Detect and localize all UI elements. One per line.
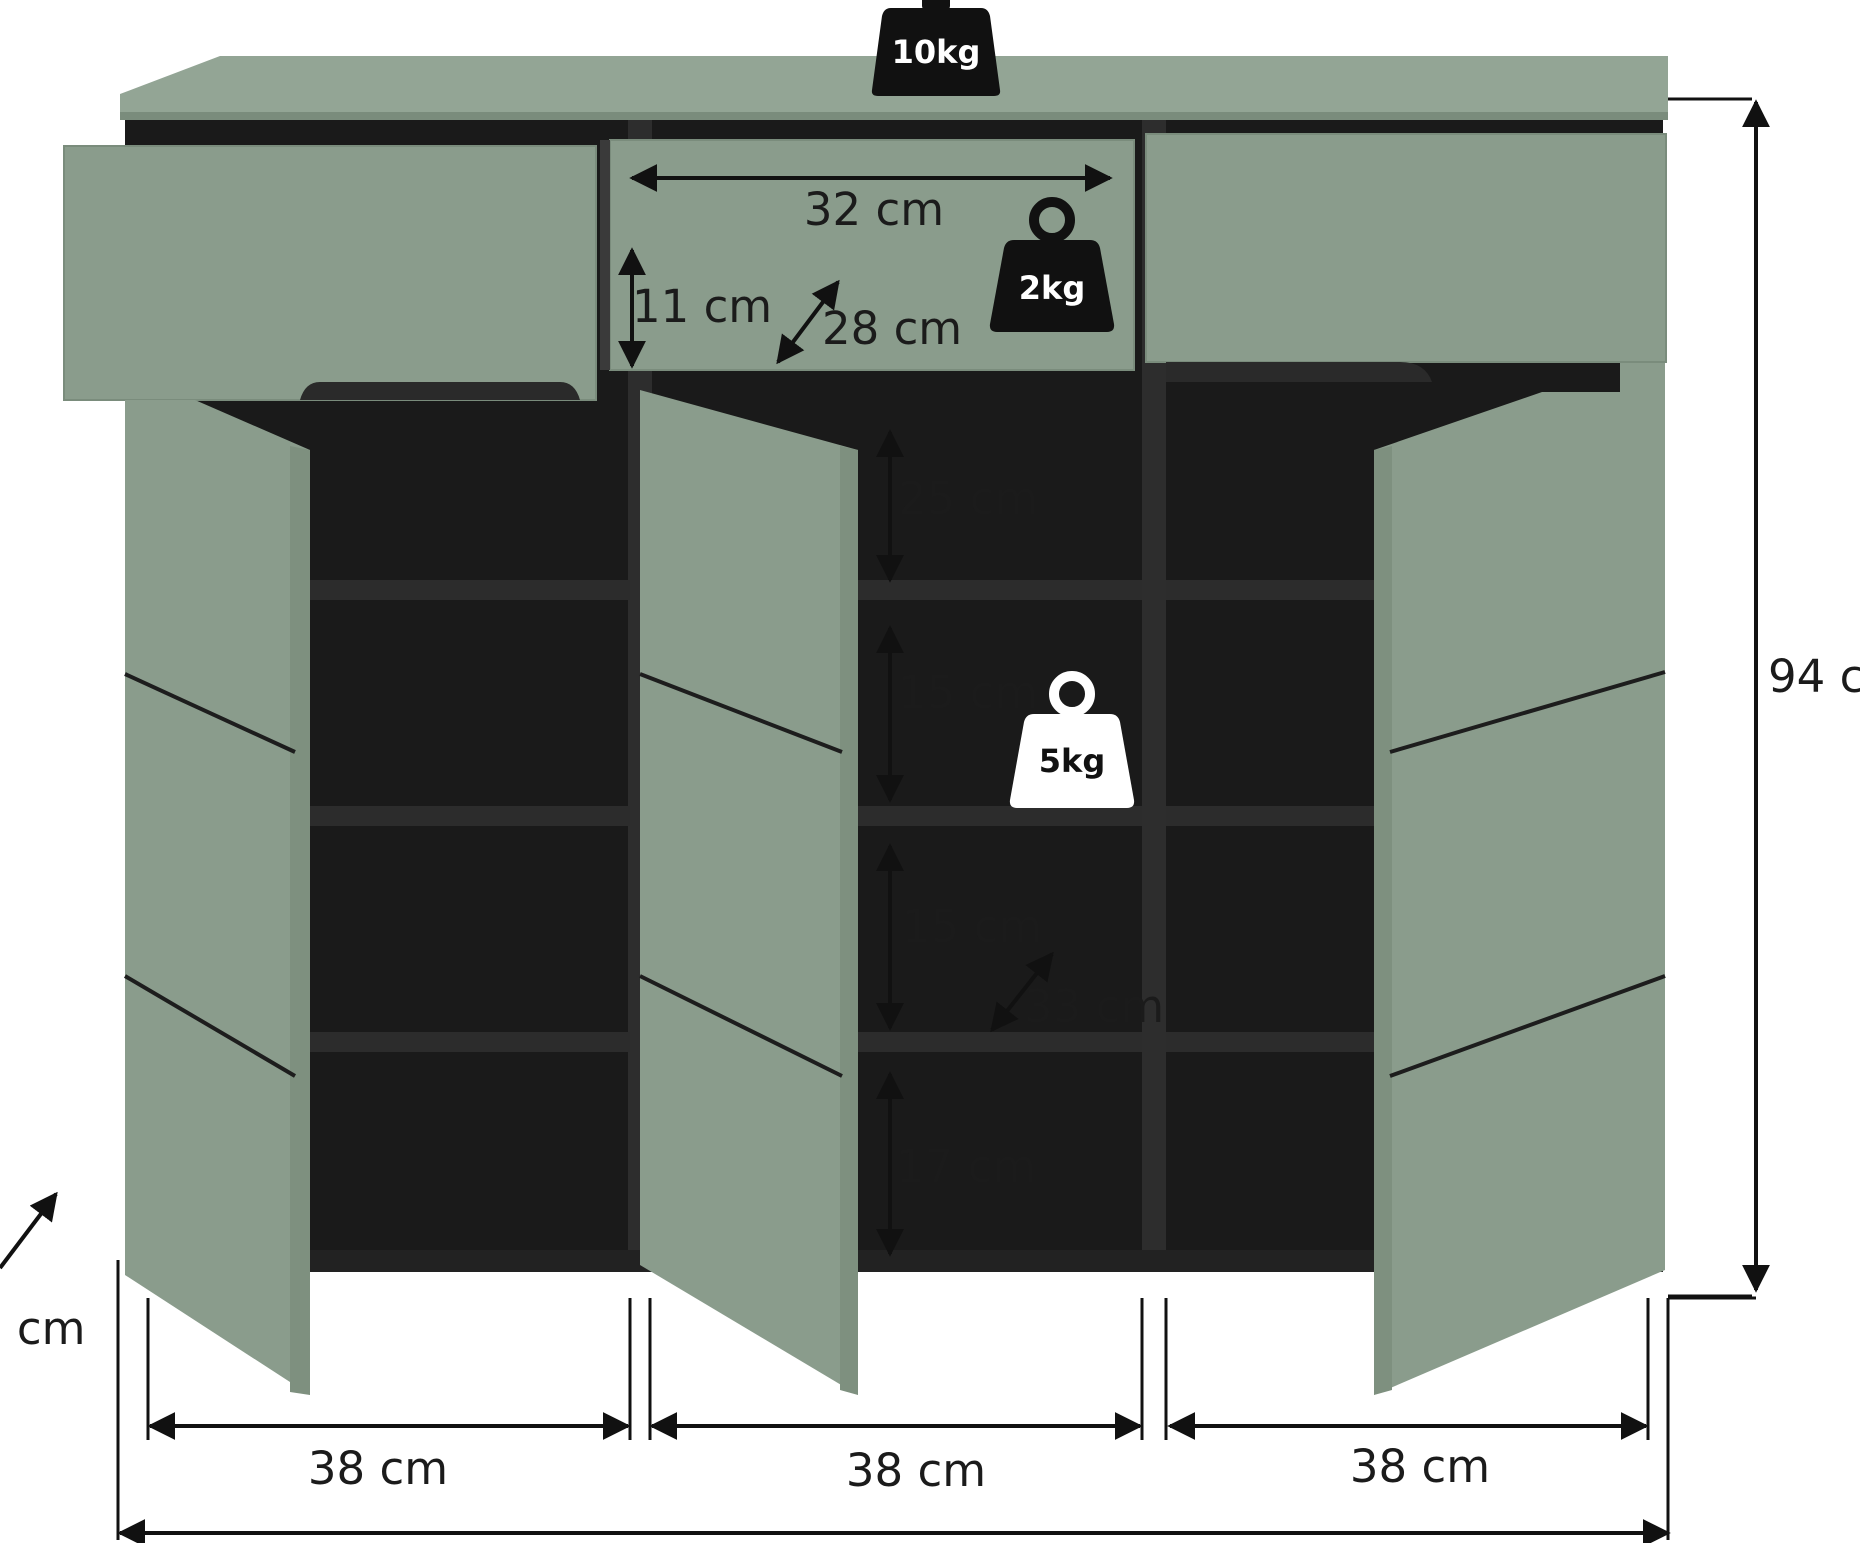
compartment-width-right-label: 38 cm	[1350, 1440, 1490, 1493]
shelf	[310, 1032, 630, 1052]
shelf	[855, 1032, 1142, 1052]
shelf	[855, 806, 1142, 826]
shelf	[1166, 1032, 1376, 1052]
shelf	[1166, 806, 1376, 826]
cabinet-base	[125, 1250, 1663, 1272]
dimension-arrow-icon	[0, 1191, 58, 1270]
drawer-height-label: 11 cm	[632, 280, 772, 333]
weight-icon: 2kg	[989, 197, 1115, 332]
weight-top-label: 10kg	[892, 33, 981, 71]
shelf-height-second-label: 15 cm	[898, 666, 1038, 719]
dimension-arrows	[0, 97, 1770, 1547]
shelf-depth-label: 33 cm	[1024, 980, 1164, 1033]
drawer-left	[63, 145, 597, 401]
shelf	[310, 580, 630, 600]
door-left	[123, 400, 310, 1395]
shelf	[310, 806, 630, 826]
weight-icon: 5kg	[1009, 671, 1135, 808]
total-height-label: 94 c	[1768, 650, 1860, 703]
dimension-arrow-icon	[990, 951, 1054, 1033]
drawer-width-label: 32 cm	[804, 183, 944, 236]
compartment-width-left-label: 38 cm	[308, 1442, 448, 1495]
shelf	[855, 580, 1142, 600]
drawer-right	[1145, 133, 1667, 382]
drawer-depth-label: 28 cm	[822, 302, 962, 355]
weight-shelf-label: 5kg	[1039, 742, 1105, 780]
cabinet-depth-label: 7 cm	[0, 1302, 86, 1355]
cabinet-top-edge	[120, 112, 1668, 120]
shelf	[1166, 580, 1376, 600]
weight-drawer-label: 2kg	[1019, 269, 1085, 307]
door-middle	[639, 390, 858, 1395]
compartment-width-middle-label: 38 cm	[846, 1444, 986, 1497]
weight-icon: 10kg	[871, 0, 1001, 96]
shelf-height-top-label: 25 cm	[898, 472, 1038, 525]
shelf-height-third-label: 15 cm	[902, 900, 1042, 953]
dimension-labels: 32 cm 11 cm 28 cm 25 cm 15 cm 15 cm 33 c…	[0, 183, 1860, 1497]
dimension-arrow-icon	[776, 279, 840, 365]
shelf-height-bottom-label: 17 cm	[896, 1140, 1036, 1193]
door-right	[1374, 392, 1666, 1395]
